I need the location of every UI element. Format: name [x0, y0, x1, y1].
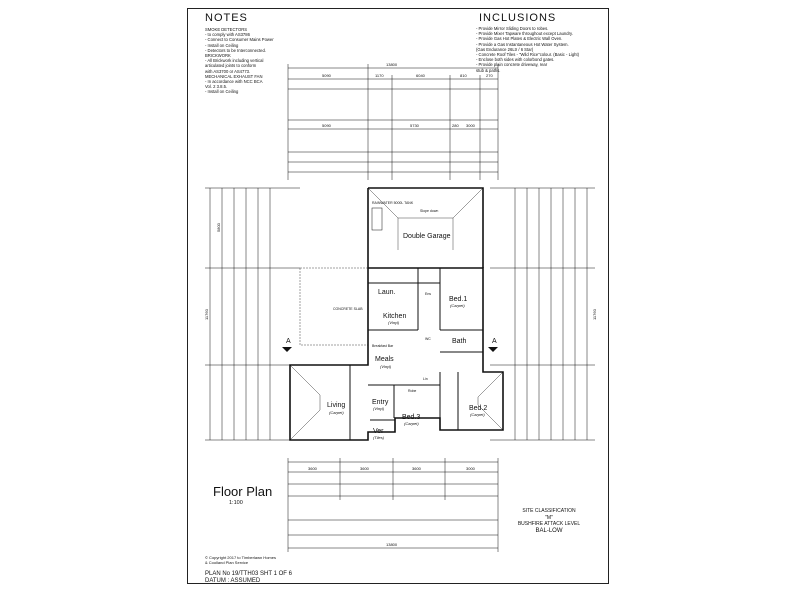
inclusions-item: stub & paths. [476, 67, 501, 73]
copyright-notice: © Copyright 2017 to Timberlawn Homes & C… [205, 555, 276, 565]
inclusions-item: - Provide Gas Hot Plates & Electric Wall… [476, 36, 563, 42]
bushfire-label: BUSHFIRE ATTACK LEVEL [517, 521, 581, 527]
room-label-kitchen: Kitchen [383, 313, 406, 320]
dim-top-a: 810 [460, 73, 467, 78]
notes-item: SMOKE DETECTORS [205, 27, 248, 32]
plan-number: PLAN No 19/TTH03 SHT 1 OF 6 [205, 571, 292, 577]
section-mark-left: A [286, 338, 291, 345]
dim-garage-side: 5800 [216, 222, 221, 232]
section-mark-right: A [492, 338, 497, 345]
copyright-line: © Copyright 2017 to Timberlawn Homes [205, 555, 276, 560]
bushfire-value: BAL-LOW [535, 527, 563, 534]
drawing-sheet [187, 8, 609, 584]
room-label-lin: Lin [423, 377, 428, 381]
site-classification-value: "M" [545, 514, 553, 521]
rainwater-label: RAINWATER 5000L TANK [372, 201, 414, 205]
room-floor-meals: (Vinyl) [380, 364, 392, 369]
room-label-wc: WC [425, 337, 431, 341]
room-floor-ver: (Tiles) [373, 435, 385, 440]
notes-title: NOTES [205, 12, 248, 24]
notes-list: SMOKE DETECTORS - to comply with AS3786 … [205, 27, 320, 95]
notes-item: - Install on Ceiling [205, 42, 239, 48]
dim-top-b: 280 [452, 123, 459, 128]
site-classification-block: SITE CLASSIFICATION "M" BUSHFIRE ATTACK … [500, 508, 598, 534]
notes-item: with AS3700 or AS4773. [205, 68, 251, 74]
inclusions-item: - Provide a Gas Instantaneous Hot Water … [476, 41, 569, 47]
concrete-slab-label: CONCRETE SLAB [333, 307, 363, 311]
room-label-ver: Ver [373, 428, 384, 435]
room-label-living: Living [327, 402, 345, 409]
dim-bottom: 3600 [412, 466, 422, 471]
notes-item: BRICKWORK [205, 53, 231, 59]
inclusions-item: - Provide Mirror Sliding Doors to robes. [476, 26, 549, 31]
inclusions-item: - Concrete Roof Tiles - "Wild Rice"colou… [476, 52, 580, 58]
notes-item: - to comply with AS3786 [205, 32, 250, 38]
house-outline [289, 267, 504, 441]
room-floor-kitchen: (Vinyl) [388, 320, 400, 325]
room-label-bed1: Bed.1 [449, 296, 467, 303]
inclusions-item: - Provide Mixer Tapware throughout excep… [476, 31, 573, 37]
notes-item: - In accordance with NCC BCA [205, 79, 263, 85]
dim-bottom-overall: 13800 [386, 542, 398, 547]
room-label-breakfast-bar: Breakfast Bar [372, 344, 394, 348]
copyright-line: & Coolland Plan Service [205, 559, 249, 565]
room-label-robe: Robe [408, 389, 416, 393]
dim-top-b: 5090 [322, 123, 332, 128]
room-floor-bed1: (Carpet) [450, 303, 465, 308]
dim-top-a: 5090 [322, 73, 332, 78]
notes-item: - All Brickwork including vertical [205, 58, 264, 64]
dim-left-overall: 11760 [204, 308, 209, 320]
room-floor-bed3: (Carpet) [404, 421, 419, 426]
room-floor-bed2: (Carpet) [470, 412, 485, 417]
plan-title: Floor Plan [213, 484, 273, 499]
room-label-garage: Double Garage [403, 233, 451, 240]
dim-top-a: 270 [486, 73, 493, 78]
inclusions-list: - Provide Mirror Sliding Doors to robes.… [476, 26, 606, 73]
notes-item: MECHANICAL EXHAUST FAN [205, 73, 263, 79]
room-label-bath: Bath [452, 338, 467, 345]
dim-top-a: 6040 [416, 73, 426, 78]
site-classification-label: SITE CLASSIFICATION [522, 508, 576, 514]
section-arrow-right [488, 347, 498, 352]
inclusions-item: (Gas Endurance 26Ltr / 6 Star) [476, 46, 534, 52]
notes-item: Vol. 2 3.8.5. [205, 84, 228, 90]
dim-bottom: 3000 [466, 466, 476, 471]
plan-scale: 1:100 [229, 500, 243, 506]
garage-wall [368, 187, 484, 268]
room-label-bed3: Bed.3 [402, 414, 420, 421]
rainwater-tank [371, 207, 383, 231]
room-label-bed2: Bed.2 [469, 405, 487, 412]
inclusions-title: INCLUSIONS [479, 12, 557, 24]
room-label-meals: Meals [375, 356, 394, 363]
notes-item: - Detectors to be Interconnected. [205, 47, 266, 53]
notes-item: - Connect to Consumer Mains Power [205, 37, 274, 43]
room-floor-living: (Carpet) [329, 410, 344, 415]
dim-right-overall: 11760 [592, 308, 597, 320]
slope-label: Slope down [420, 209, 438, 213]
inclusions-item: - Provide plain concrete driveway, rear [476, 62, 548, 68]
room-floor-entry: (Vinyl) [373, 406, 385, 411]
notes-item: articulated joints to conform [205, 63, 257, 69]
dim-bottom: 3600 [308, 466, 318, 471]
room-label-ens: Ens [425, 292, 431, 296]
room-label-laundry: Laun. [378, 289, 396, 296]
plan-number-block: PLAN No 19/TTH03 SHT 1 OF 6 DATUM : ASSU… [205, 571, 292, 585]
dim-bottom: 3600 [360, 466, 370, 471]
section-arrow-left [282, 347, 292, 352]
notes-item: - Install on Ceiling [205, 89, 239, 95]
dim-top-a: 1170 [375, 73, 384, 78]
dim-top-b: 3000 [466, 123, 476, 128]
dim-top-b: 5730 [410, 123, 420, 128]
datum: DATUM : ASSUMED [205, 578, 261, 584]
inclusions-item: - Enclose both sides with colorbond gate… [476, 57, 555, 63]
room-label-entry: Entry [372, 399, 389, 406]
dim-top-overall: 13800 [386, 62, 398, 67]
